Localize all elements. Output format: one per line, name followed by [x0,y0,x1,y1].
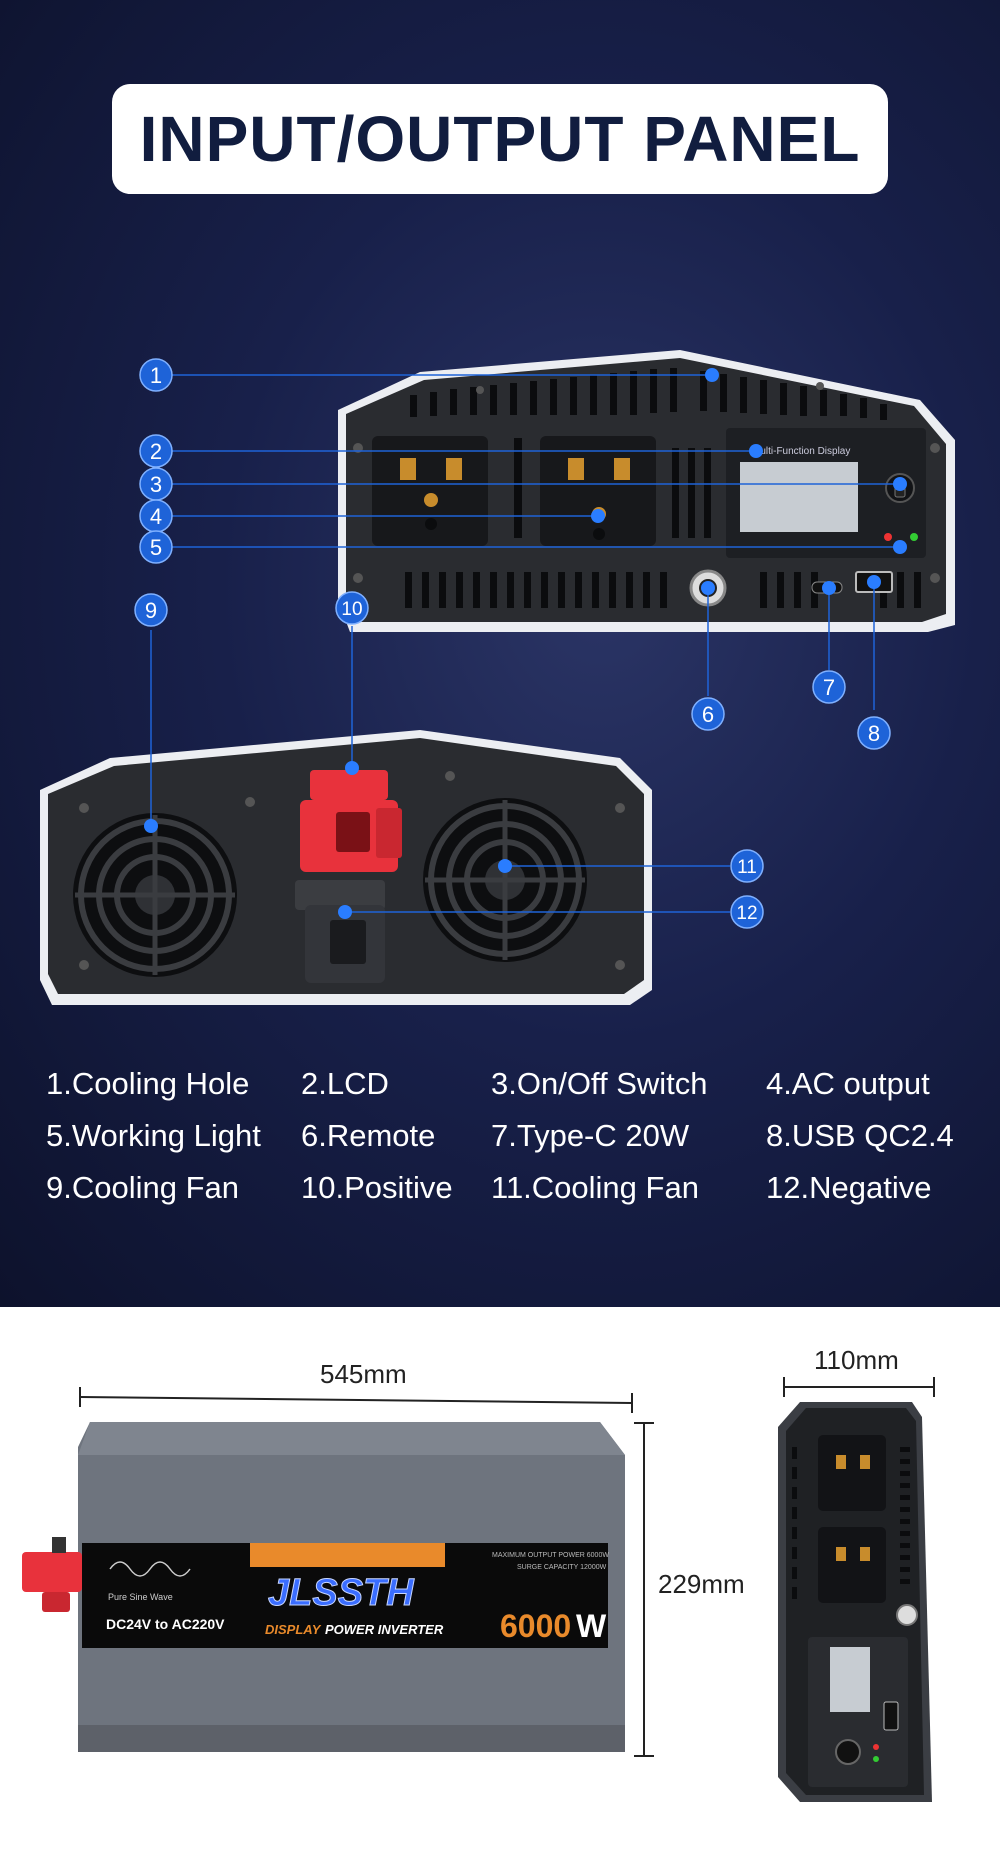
label-wave-text: Pure Sine Wave [108,1592,173,1602]
legend-item: 11.Cooling Fan [491,1170,699,1205]
callout-badge-3: 3 [139,467,173,501]
dimension-illustration: Pure Sine Wave DC24V to AC220V JLSSTH DI… [22,1377,935,1802]
svg-text:3: 3 [150,472,162,497]
callout-badge-4: 4 [139,499,173,533]
width-label: 110mm [814,1345,899,1375]
label-subtitle-display: DISPLAY [265,1622,322,1637]
top-cooling-slots [410,368,887,420]
callout-badge-12: 12 [730,895,764,929]
inverter-end-view [778,1402,932,1802]
callout-dots [144,368,907,919]
positive-terminal [300,770,402,872]
front-panel: Multi-Function Display [338,350,955,632]
io-panel-section: INPUT/OUTPUT PANEL [0,0,1000,1307]
positive-terminal-side [22,1552,82,1592]
end-lcd [830,1647,870,1712]
error-led [884,533,892,541]
label-power-unit: W [576,1608,607,1644]
dimensions-section: Pure Sine Wave DC24V to AC220V JLSSTH DI… [0,1307,1000,1849]
legend-item: 7.Type-C 20W [491,1118,690,1153]
legend-item: 1.Cooling Hole [46,1066,250,1101]
callout-badge-10: 10 [335,591,369,625]
legend-item: 8.USB QC2.4 [766,1118,954,1153]
display-label: Multi-Function Display [752,446,850,457]
cooling-fan-right [423,798,587,962]
back-panel [40,730,652,1005]
svg-text:1: 1 [150,363,162,388]
svg-text:10: 10 [341,599,362,620]
end-power-switch [835,1739,861,1765]
lcd-screen [740,462,858,532]
callout-badge-7: 7 [812,670,846,704]
callout-badge-9: 9 [134,593,168,627]
brand-logo: JLSSTH [268,1572,415,1614]
svg-text:5: 5 [150,535,162,560]
label-power-number: 6000 [500,1608,571,1644]
length-dimension-line [79,1387,633,1413]
inverter-body [22,1422,625,1752]
working-led [910,533,918,541]
width-dimension-line [783,1377,935,1397]
sine-wave-icon [109,1561,191,1577]
height-dimension-line [634,1422,654,1757]
label-subtitle-inverter: POWER INVERTER [325,1622,444,1637]
legend-item: 5.Working Light [46,1118,261,1153]
height-label: 229mm [658,1569,745,1599]
negative-terminal [295,880,385,983]
length-label: 545mm [320,1359,407,1389]
legend-item: 9.Cooling Fan [46,1170,240,1205]
end-socket-2 [818,1527,886,1603]
legend-item: 10.Positive [301,1170,453,1205]
callout-badge-1: 1 [139,358,173,392]
callout-badge-11: 11 [730,849,764,883]
inverter-illustration: Multi-Function Display [40,350,955,1005]
callout-badge-8: 8 [857,716,891,750]
svg-text:6: 6 [702,702,714,727]
page-title: INPUT/OUTPUT PANEL [139,103,861,175]
legend-item: 2.LCD [301,1066,389,1101]
callout-badge-2: 2 [139,434,173,468]
svg-text:2: 2 [150,439,162,464]
svg-text:9: 9 [145,598,157,623]
label-max-output: MAXIMUM OUTPUT POWER 6000W [492,1552,609,1559]
callout-badge-5: 5 [139,530,173,564]
component-legend: 1.Cooling Hole 2.LCD 3.On/Off Switch 4.A… [46,1066,986,1206]
end-remote-port [896,1604,918,1626]
svg-text:8: 8 [868,721,880,746]
end-socket-1 [818,1435,886,1511]
legend-item: 12.Negative [766,1170,932,1205]
callout-badge-6: 6 [691,697,725,731]
svg-text:12: 12 [736,903,757,924]
svg-text:7: 7 [823,675,835,700]
svg-text:4: 4 [150,504,162,529]
callout-lines [150,374,900,913]
title-banner: INPUT/OUTPUT PANEL [112,84,888,194]
legend-item: 6.Remote [301,1118,436,1153]
label-conversion-text: DC24V to AC220V [106,1616,225,1632]
legend-item: 3.On/Off Switch [491,1066,708,1101]
label-accent [250,1543,445,1567]
cooling-fan-left [73,813,237,977]
legend-item: 4.AC output [766,1066,930,1101]
label-surge: SURGE CAPACITY 12000W [517,1564,607,1571]
svg-text:11: 11 [737,857,757,878]
